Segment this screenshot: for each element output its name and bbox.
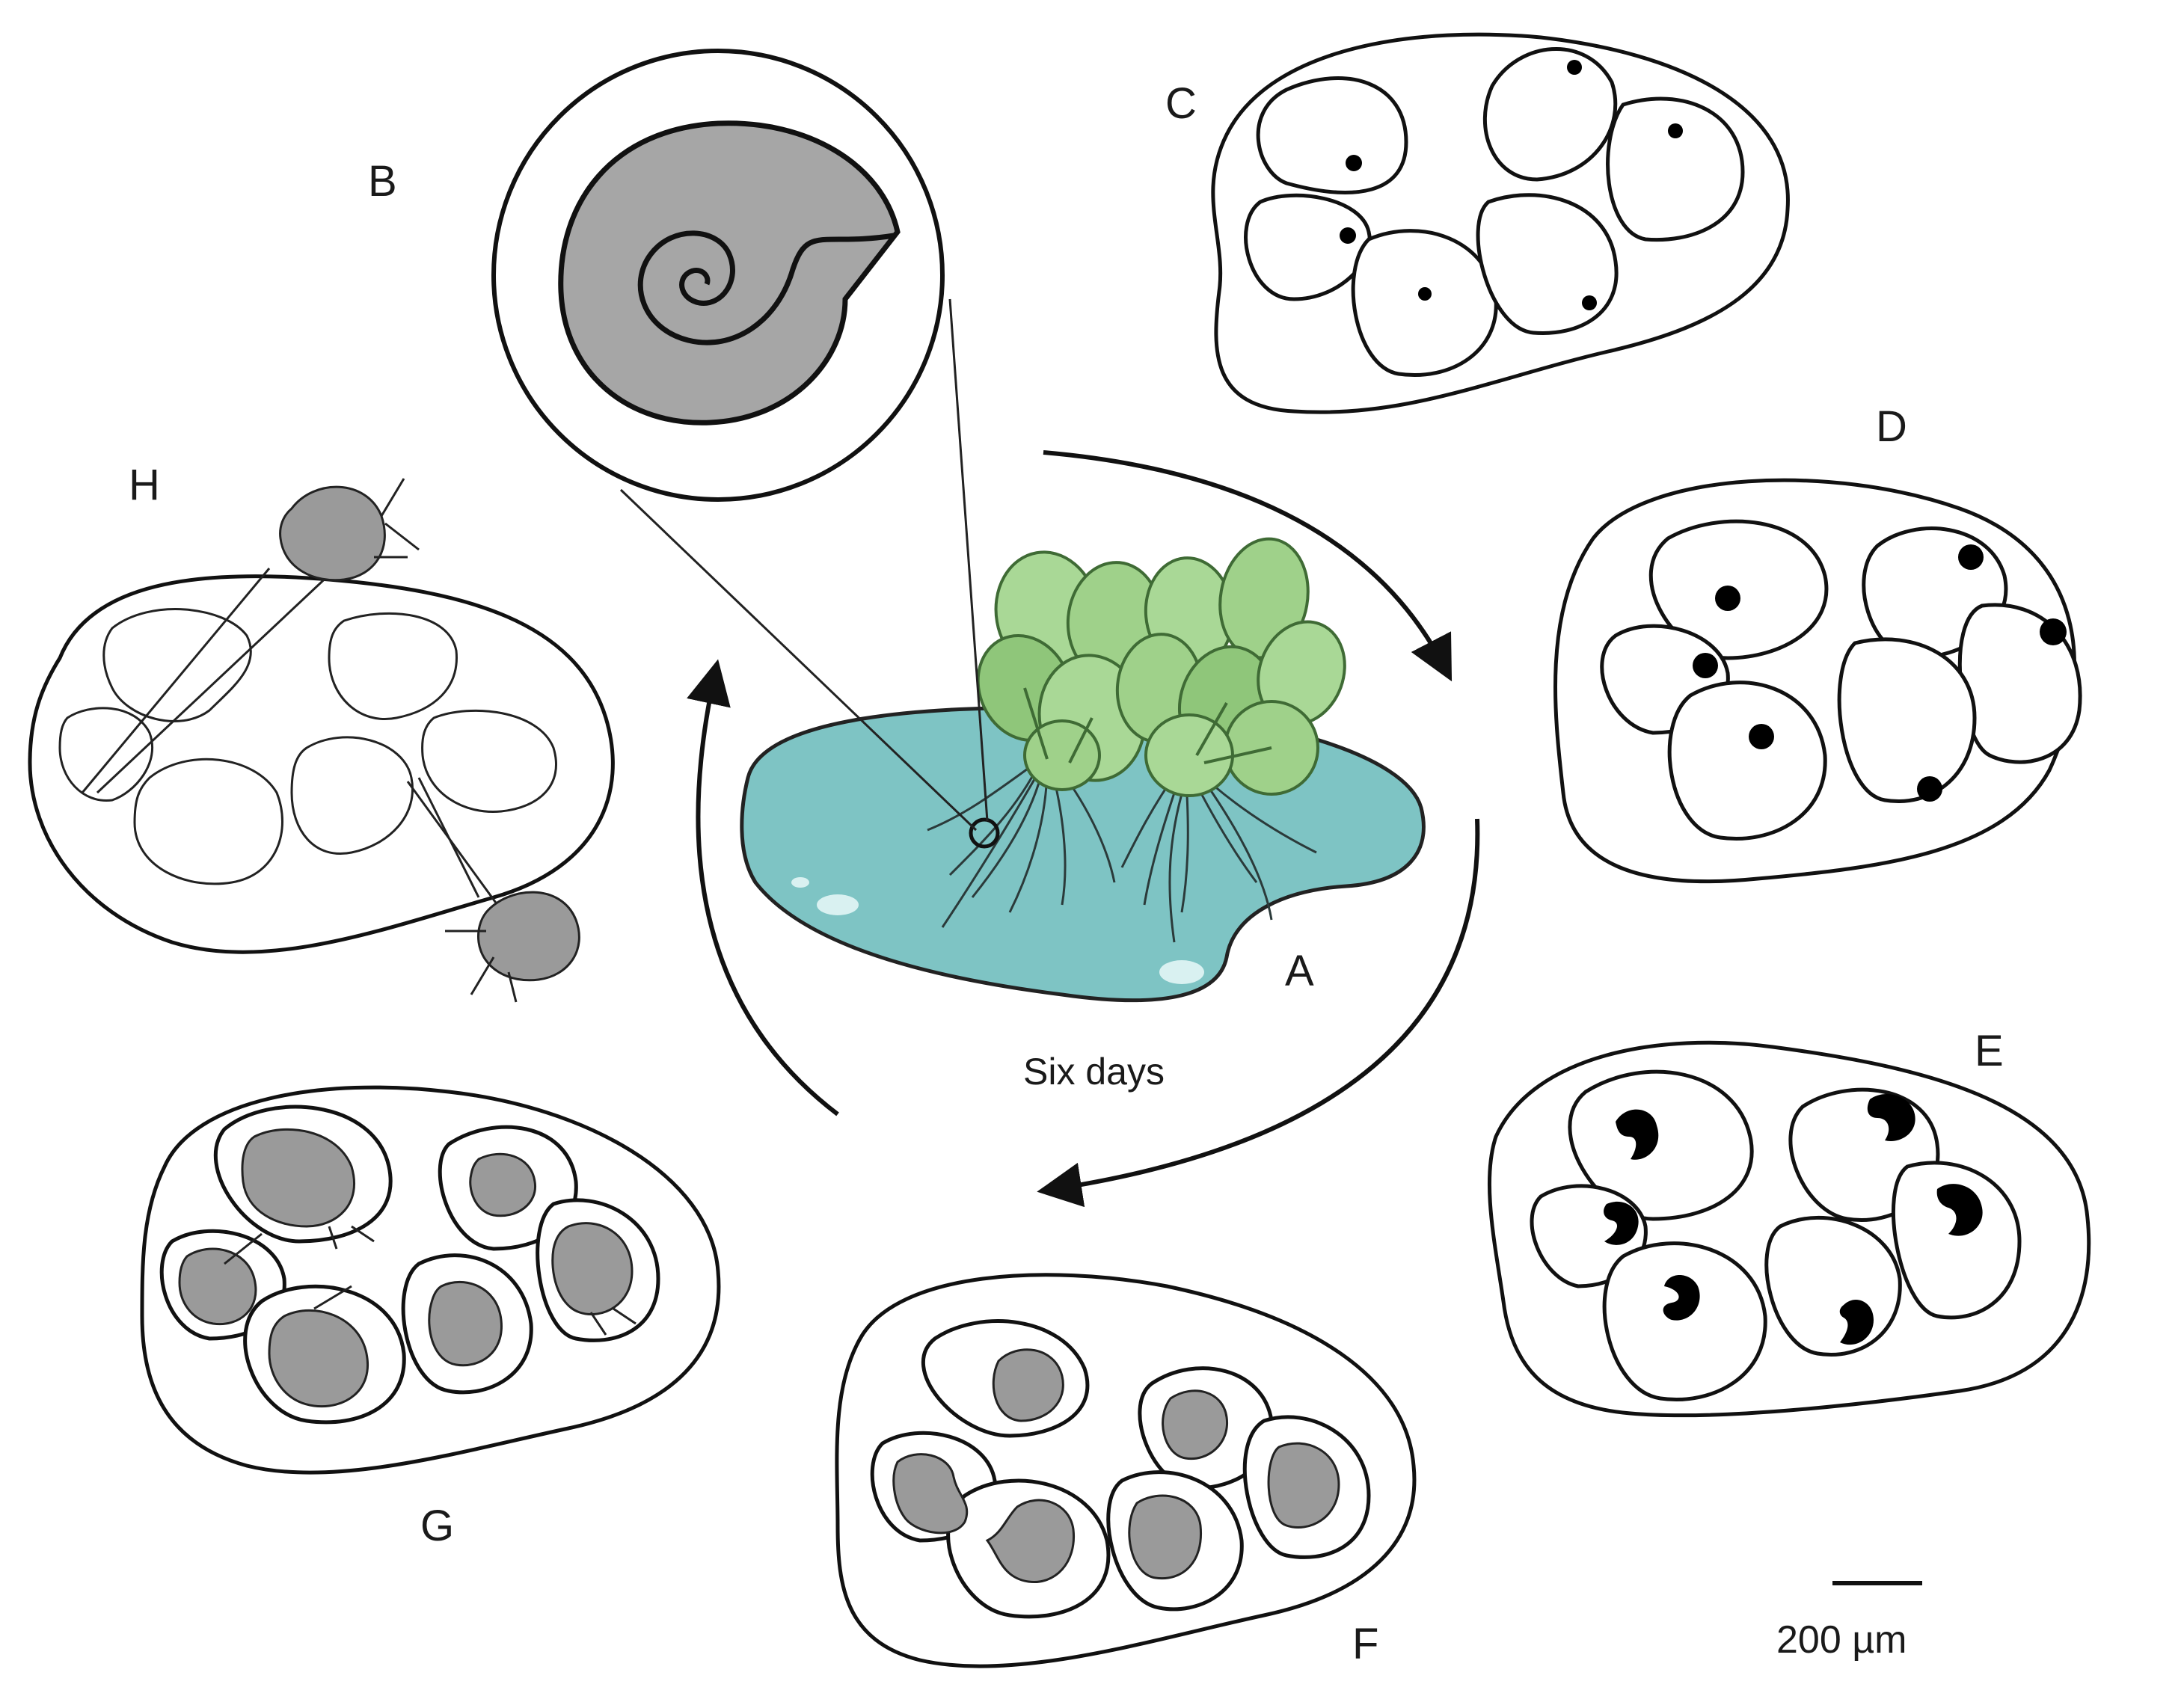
egg-cell: [1648, 519, 1829, 660]
empty-egg-cell: [328, 612, 458, 720]
snail-tentacle: [445, 930, 518, 1003]
empty-egg-cell: [102, 608, 252, 722]
snail-shell: [558, 120, 901, 426]
duckweed-plants: [976, 537, 1346, 797]
water-highlight: [1159, 960, 1204, 984]
egg-cell: [1476, 193, 1619, 336]
zoom-lines: [619, 298, 989, 832]
shell-spiral: [637, 230, 895, 345]
panel-a-pond: [740, 537, 1426, 1003]
egg-cell: [1892, 1161, 2022, 1320]
panel-label-a: A: [1285, 947, 1314, 995]
hatched-snail: [279, 485, 386, 582]
embryo-dot: [1715, 586, 1740, 611]
panel-label-e: E: [1975, 1027, 2004, 1075]
panel-e-egg-capsule: [1487, 1040, 2091, 1418]
empty-egg-cell: [421, 709, 557, 814]
egg-cell: [1256, 76, 1408, 194]
snail-embryo: [551, 1222, 634, 1316]
panel-g-egg-capsule: [140, 1085, 721, 1475]
embryo-dot: [1749, 724, 1774, 749]
egg-location-marker: [969, 817, 1000, 849]
egg-cell: [1606, 96, 1745, 242]
crescent-embryo: [1663, 1275, 1700, 1321]
egg-cell: [1667, 681, 1827, 841]
crescent-embryo: [1839, 1299, 1874, 1345]
embryo-dot: [1917, 776, 1942, 802]
snail-embryo: [268, 1309, 369, 1408]
egg-cell: [1602, 1241, 1767, 1401]
arrow-d-to-f: [1037, 818, 1480, 1208]
crescent-embryo: [1604, 1201, 1639, 1245]
snail-tentacle: [374, 478, 420, 559]
embryo: [1162, 1389, 1229, 1460]
arrow-a-to-c: [1043, 450, 1453, 682]
embryo-dot: [1340, 227, 1356, 244]
embryo-dot: [1693, 653, 1718, 678]
embryo-dot: [2040, 618, 2067, 645]
panel-d-egg-capsule: [1553, 478, 2082, 884]
embryo: [1267, 1442, 1340, 1529]
embryo-dot: [1582, 295, 1597, 310]
empty-egg-cell: [58, 707, 154, 802]
panel-label-f: F: [1352, 1620, 1378, 1668]
empty-egg-cell: [290, 736, 414, 855]
embryo: [992, 1348, 1064, 1422]
panel-label-h: H: [129, 461, 160, 509]
crescent-embryo: [1936, 1184, 1983, 1236]
snail-embryo: [241, 1128, 356, 1228]
panel-label-b: B: [368, 157, 397, 206]
crescent-embryo: [1616, 1109, 1659, 1160]
panel-h-hatched-capsule: [28, 478, 615, 1003]
panel-label-c: C: [1165, 79, 1197, 128]
panel-b-shell-detail: [491, 49, 945, 502]
snail-embryo: [178, 1247, 257, 1326]
panel-c-egg-capsule: [1211, 32, 1790, 414]
embryo-dot: [1668, 123, 1683, 138]
embryo-dot: [1567, 60, 1582, 75]
scale-bar-label: 200 µm: [1776, 1618, 1907, 1662]
cycle-duration-caption: Six days: [1023, 1051, 1165, 1093]
panel-label-g: G: [420, 1502, 454, 1550]
arrow-g-to-b: [687, 659, 839, 1116]
cycle-arrows: [687, 450, 1480, 1208]
egg-cell: [1482, 47, 1618, 182]
hatched-snail: [477, 891, 580, 982]
snail-embryo: [469, 1152, 536, 1217]
water-highlight: [817, 894, 859, 915]
embryo-dot: [1958, 544, 1984, 570]
panel-f-egg-capsule: [835, 1273, 1417, 1668]
panel-label-d: D: [1876, 402, 1907, 451]
embryo: [985, 1499, 1076, 1584]
egg-cell: [1244, 193, 1372, 301]
crescent-embryo: [1867, 1093, 1915, 1141]
embryo-dot: [1346, 155, 1362, 171]
snail-embryo: [428, 1280, 503, 1367]
empty-egg-cell: [133, 758, 283, 885]
embryo-dot: [1418, 287, 1432, 301]
embryo: [892, 1453, 969, 1535]
egg-cell: [1837, 637, 1977, 803]
egg-cell: [1351, 229, 1498, 377]
snail-tentacle: [224, 1225, 637, 1336]
scale-bar: 200 µm: [1776, 1581, 1922, 1662]
egg-cell: [1568, 1069, 1754, 1221]
embryo: [1128, 1494, 1203, 1580]
water-highlight: [791, 877, 809, 888]
